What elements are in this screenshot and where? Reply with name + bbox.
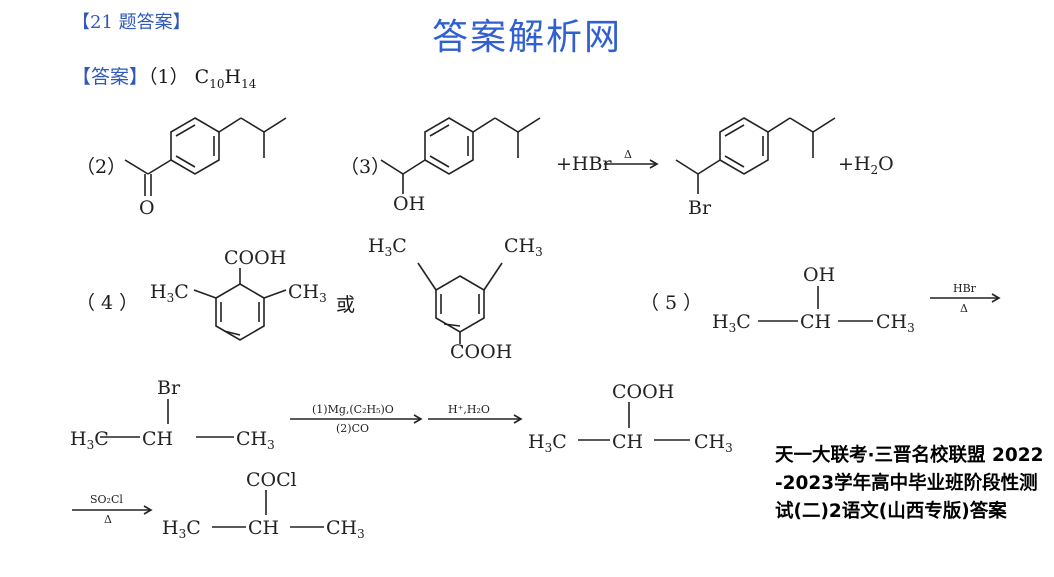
structure-3-alcohol — [380, 117, 541, 194]
ch-label-6: CH — [142, 428, 173, 450]
h3c-label-7: H3C — [528, 431, 567, 455]
h3c-label-6: H3C — [70, 428, 109, 452]
ch3-label-a: CH3 — [288, 281, 327, 305]
ch3-label-5: CH3 — [876, 311, 915, 335]
answer-part-1: 【答案】（1） C10H14 — [72, 62, 256, 91]
water-product: +H2O — [838, 153, 894, 177]
hplus-condition: H⁺,H₂O — [448, 403, 490, 416]
or-label: 或 — [336, 294, 356, 316]
ch3-label-8: CH3 — [326, 517, 365, 541]
co-condition: (2)CO — [336, 422, 369, 435]
structure-4-isomer-a — [193, 268, 287, 341]
h3c-label-a: H3C — [150, 281, 189, 305]
br-label-6: Br — [157, 377, 181, 399]
question-header: 【21 题答案】 — [72, 12, 191, 33]
bromide-br-label: Br — [688, 197, 712, 219]
cooh-label-7: COOH — [612, 381, 674, 403]
hbr-reagent: +HBr — [556, 153, 612, 175]
socl2-condition: SO₂Cl — [90, 493, 123, 506]
part-3-label: （3） — [340, 156, 391, 178]
ch-label-5: CH — [800, 311, 831, 333]
delta-condition-5: Δ — [960, 302, 968, 315]
structure-3-bromide — [675, 117, 836, 194]
oh-label-5: OH — [803, 264, 835, 286]
structure-2-ketone — [124, 117, 287, 196]
ch-label-7: CH — [612, 431, 643, 453]
hbr-condition: HBr — [953, 282, 977, 295]
delta-condition-3: Δ — [624, 148, 632, 161]
watermark-title: 答案解析网 — [432, 17, 623, 58]
part-5-label: （ 5 ） — [640, 292, 703, 314]
h3c-label-8: H3C — [162, 517, 201, 541]
ch3-label-7: CH3 — [694, 431, 733, 455]
caption-overlay: 天一大联考·三晋名校联盟 2022-2023学年高中毕业班阶段性测试(二)2语文… — [775, 445, 1044, 522]
ch3-label-b: CH3 — [504, 235, 543, 259]
part-4-label: （ 4 ） — [76, 292, 139, 314]
cooh-label-b: COOH — [450, 341, 512, 363]
ch-label-8: CH — [248, 517, 279, 539]
mg-condition: (1)Mg,(C₂H₅)O — [312, 403, 394, 416]
cocl-label: COCl — [246, 469, 297, 491]
part-1-label: （1） — [148, 66, 189, 88]
ketone-o-label: O — [139, 197, 155, 219]
answer-bracket: 【答案】 — [72, 66, 149, 88]
ch3-label-6: CH3 — [236, 428, 275, 452]
h3c-label-b: H3C — [368, 235, 407, 259]
molecular-formula: C10H14 — [194, 66, 257, 91]
h3c-label-5: H3C — [712, 311, 751, 335]
alcohol-oh-label: OH — [393, 193, 425, 215]
part-2-label: （2） — [76, 156, 127, 178]
structure-4-isomer-b — [417, 262, 503, 344]
cooh-label-a: COOH — [224, 247, 286, 269]
delta-condition-8: Δ — [104, 513, 112, 526]
